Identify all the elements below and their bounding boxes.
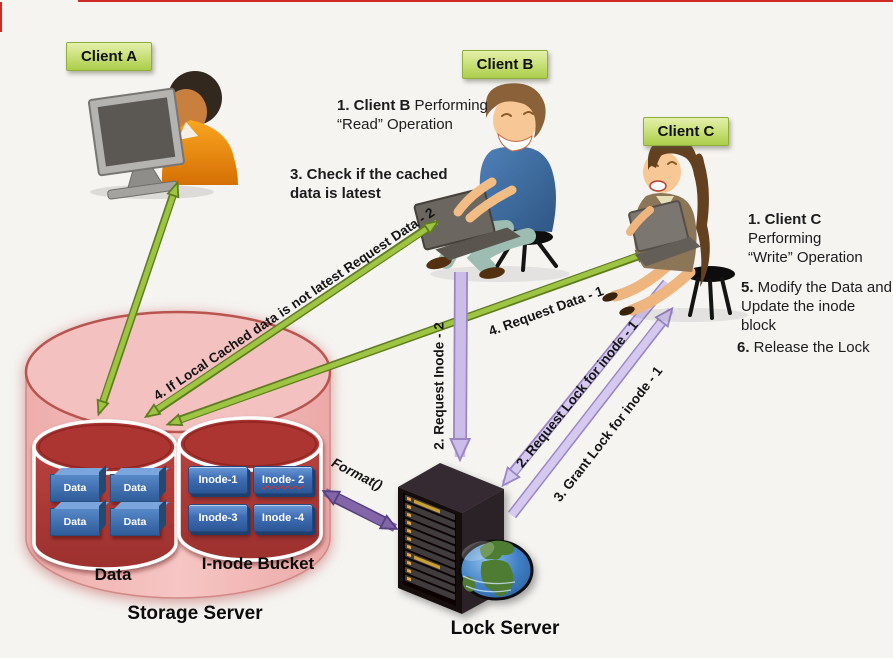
left-border-artifact xyxy=(0,2,2,32)
arrow-clientc-data xyxy=(165,249,653,427)
lock-server-tower xyxy=(398,463,534,614)
inode-bucket-label: I-node Bucket xyxy=(201,554,315,573)
globe-icon xyxy=(458,539,534,601)
inode-4-button: Inode -4 xyxy=(253,504,313,532)
inode-2-button: Inode- 2 xyxy=(253,466,313,494)
data-block-3: Data xyxy=(50,508,100,536)
arrow-format xyxy=(321,488,399,532)
server-rack-slats xyxy=(405,494,455,601)
inode-3-button: Inode-3 xyxy=(188,504,248,532)
client-b-tag: Client B xyxy=(462,50,548,79)
lock-server-title: Lock Server xyxy=(450,618,560,639)
data-block-2: Data xyxy=(110,474,160,502)
clientc-step1-note: 1. Client C Performing “Write” Operation xyxy=(748,211,863,267)
arrow-request-lock xyxy=(501,279,672,488)
client-c-illustration xyxy=(602,137,748,322)
client-a-tag: Client A xyxy=(66,42,152,71)
data-block-4: Data xyxy=(110,508,160,536)
monitor-icon xyxy=(87,87,185,200)
storage-server-title: Storage Server xyxy=(127,603,263,624)
client-c-tag: Client C xyxy=(643,117,729,146)
clientc-step6-note: 6. Release the Lock xyxy=(737,339,870,356)
clientb-step1-note: 1. Client B Performing “Read” Operation xyxy=(337,97,488,134)
top-border-artifact xyxy=(78,0,893,2)
client-a-illustration xyxy=(87,71,238,200)
clientc-step5-note: 5. Modify the Data and Update the inode … xyxy=(741,279,892,335)
data-cylinder-label: Data xyxy=(94,565,132,584)
inode-1-button: Inode-1 xyxy=(188,466,248,494)
data-block-1: Data xyxy=(50,474,100,502)
arrow-label-request-inode2: 2. Request Inode - 2 xyxy=(431,322,447,450)
arrow-request-inode2 xyxy=(449,271,472,463)
arrow-grant-lock xyxy=(507,306,674,519)
clientb-step3-note: 3. Check if the cached data is latest xyxy=(290,166,448,203)
